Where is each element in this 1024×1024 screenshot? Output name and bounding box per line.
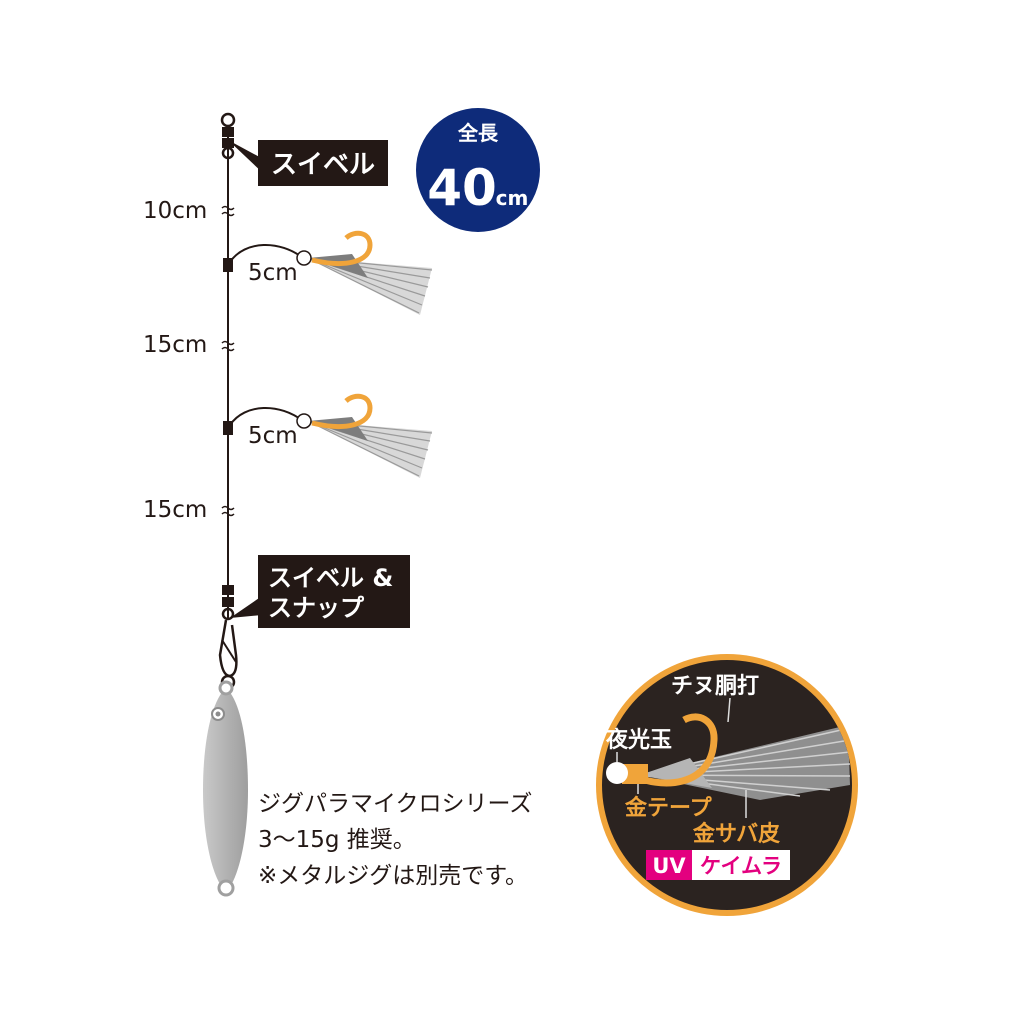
- top-swivel-icon: [220, 112, 236, 160]
- uv-badge-label: UV: [652, 854, 686, 878]
- break-mark-1: [221, 205, 235, 217]
- total-length-badge: 全長 40 cm: [416, 108, 540, 232]
- swivel-snap-label-2: スナップ: [268, 594, 365, 622]
- total-length-label: 全長: [457, 121, 499, 145]
- swivel-snap-icon: [218, 585, 238, 690]
- sabaskin-icon: [308, 258, 432, 315]
- detail-hook-label: チヌ胴打: [671, 674, 759, 699]
- recommendation-note: ジグパラマイクロシリーズ 3〜15g 推奨。 ※メタルジグは別売です。: [258, 786, 598, 894]
- detail-glow-bead-icon: [606, 762, 628, 784]
- note-line-3: ※メタルジグは別売です。: [258, 863, 528, 889]
- detail-tape-label: 金テープ: [624, 795, 713, 821]
- note-line-2: 3〜15g 推奨。: [258, 827, 416, 853]
- swivel-label: スイベル: [271, 150, 375, 180]
- hook-icon: [311, 393, 373, 429]
- segment-length-1: 10cm: [143, 198, 207, 224]
- detail-hook-icon: [628, 713, 718, 787]
- swivel-snap-label-1: スイベル &: [268, 564, 393, 592]
- total-length-unit: cm: [496, 186, 529, 210]
- glow-bead-icon: [296, 250, 312, 266]
- glow-bead-icon: [296, 413, 312, 429]
- break-mark-2: [221, 340, 235, 352]
- hook-icon: [311, 230, 373, 266]
- sabaskin-icon: [308, 421, 432, 478]
- note-line-1: ジグパラマイクロシリーズ: [258, 791, 533, 817]
- keimura-badge-label: ケイムラ: [700, 854, 782, 878]
- segment-length-2: 15cm: [143, 332, 207, 358]
- detail-bead-label: 夜光玉: [605, 727, 672, 753]
- branch-1: 5cm: [223, 230, 433, 315]
- segment-length-3: 15cm: [143, 497, 207, 523]
- total-length-value: 40: [427, 159, 497, 217]
- detail-skin-label: 金サバ皮: [692, 821, 780, 847]
- branch-length-2: 5cm: [248, 423, 298, 449]
- branch-2: 5cm: [223, 393, 433, 478]
- uv-badge: [646, 850, 692, 880]
- metal-jig-icon: [203, 680, 248, 897]
- swivel-snap-callout: スイベル & スナップ: [230, 555, 410, 628]
- detail-closeup: チヌ胴打 夜光玉 金テープ 金サバ皮 UV ケイムラ: [596, 654, 858, 916]
- keimura-badge: [692, 850, 790, 880]
- break-mark-3: [221, 505, 235, 517]
- branch-length-1: 5cm: [248, 260, 298, 286]
- swivel-callout: スイベル: [228, 140, 388, 186]
